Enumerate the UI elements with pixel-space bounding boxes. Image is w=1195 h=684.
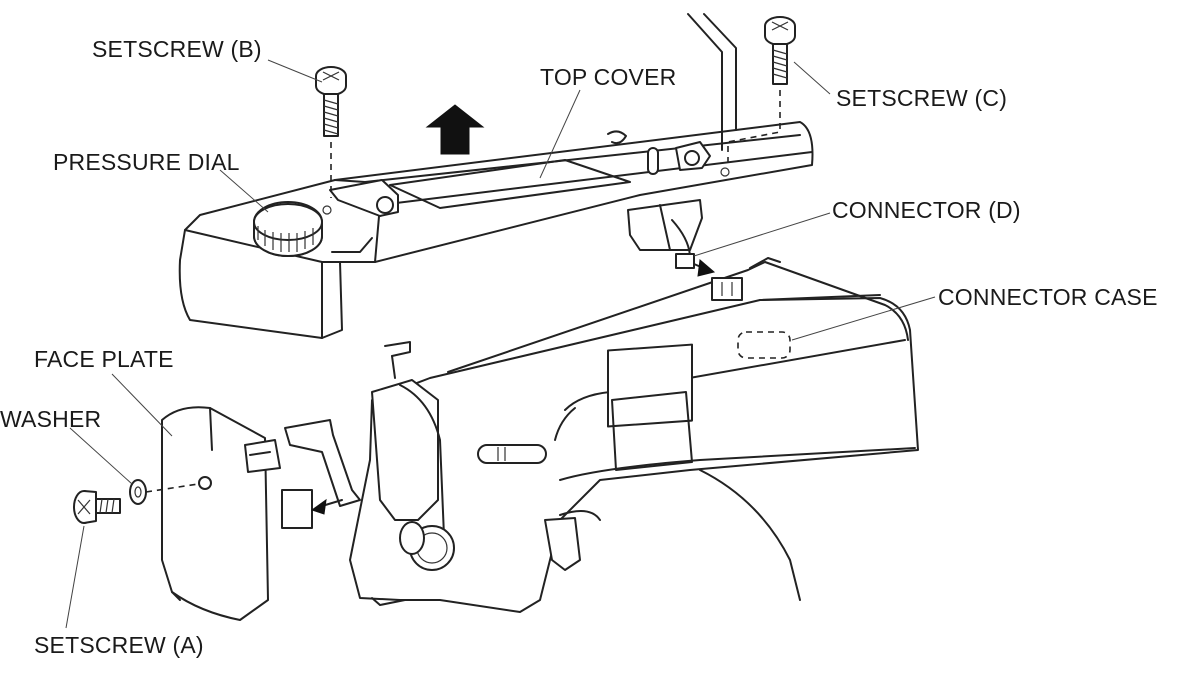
label-setscrew-c: SETSCREW (C) bbox=[836, 85, 1008, 111]
machine-body bbox=[349, 257, 919, 613]
label-washer: WASHER bbox=[0, 406, 102, 432]
label-connector-d: CONNECTOR (D) bbox=[832, 197, 1021, 223]
setscrew-b-part bbox=[315, 66, 347, 198]
label-connector-case: CONNECTOR CASE bbox=[938, 284, 1158, 310]
label-pressure-dial: PRESSURE DIAL bbox=[53, 149, 240, 175]
setscrew-c-part bbox=[727, 16, 796, 165]
setscrew-a-part bbox=[73, 490, 121, 524]
washer-part bbox=[129, 479, 199, 505]
label-top-cover: TOP COVER bbox=[540, 64, 677, 90]
handle-rod bbox=[687, 13, 737, 151]
face-plate-part bbox=[161, 406, 361, 621]
leader-lines bbox=[65, 59, 936, 629]
top-cover bbox=[178, 121, 814, 339]
arrow-right-icon bbox=[310, 498, 343, 515]
arrow-up-icon bbox=[425, 104, 485, 155]
pressure-dial bbox=[253, 201, 323, 257]
label-setscrew-a: SETSCREW (A) bbox=[34, 632, 204, 658]
connector-arrow-icon bbox=[693, 259, 716, 277]
label-setscrew-b: SETSCREW (B) bbox=[92, 36, 262, 62]
label-face-plate: FACE PLATE bbox=[34, 346, 174, 372]
